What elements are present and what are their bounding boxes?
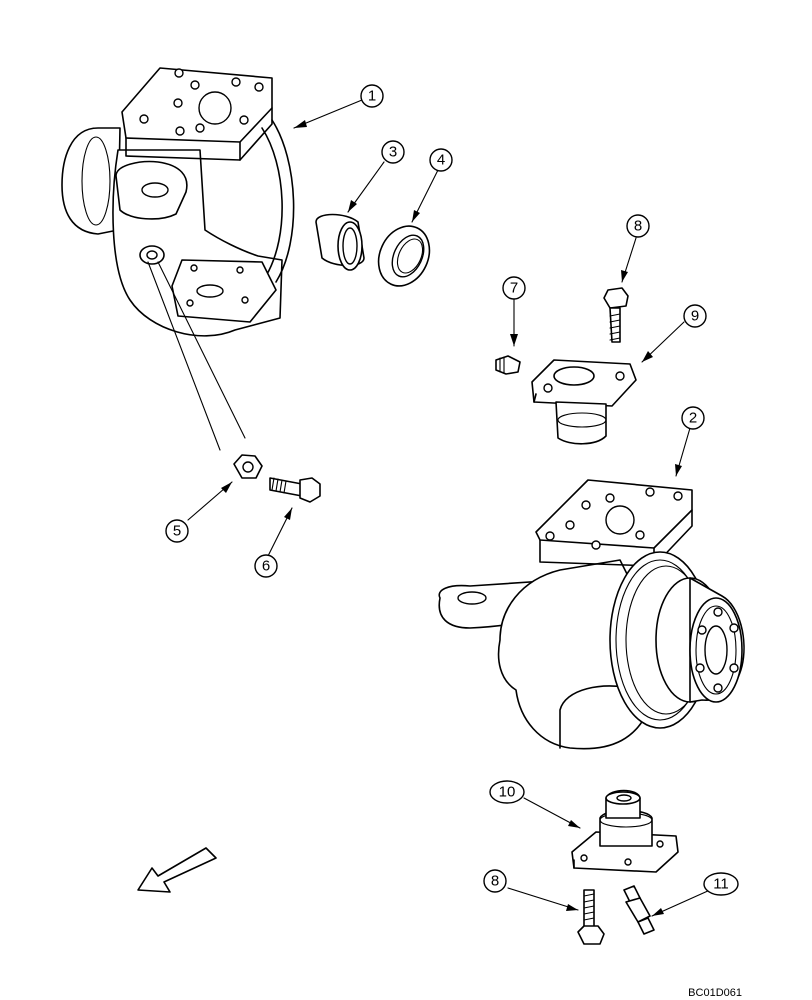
callout-4: 4 [429, 148, 453, 172]
callout-1-label: 1 [368, 88, 376, 105]
callout-6: 6 [254, 554, 278, 578]
callout-6-label: 6 [262, 558, 270, 575]
callout-10-label: 10 [499, 784, 516, 801]
callout-4-label: 4 [437, 152, 445, 169]
callout-2-label: 2 [689, 410, 697, 427]
callout-8-upper-label: 8 [634, 218, 642, 235]
callout-3-label: 3 [389, 144, 397, 161]
pivot-pin-part-9 [531, 359, 637, 445]
callout-11-label: 11 [713, 876, 729, 893]
grease-fitting-part-7 [495, 355, 521, 375]
callout-8-lower: 8 [483, 869, 507, 893]
grease-fitting-part-11 [623, 885, 655, 935]
callout-2: 2 [681, 406, 705, 430]
callout-5: 5 [165, 519, 189, 543]
callout-7: 7 [502, 276, 526, 300]
bushing-part-3 [315, 213, 365, 271]
callout-9: 9 [683, 304, 707, 328]
leader-lines [187, 99, 711, 917]
steering-knuckle-part-2 [438, 479, 745, 750]
callout-8-lower-label: 8 [491, 873, 499, 890]
drawing-code: BC01D061 [688, 987, 742, 999]
knuckle-housing-part-1 [61, 67, 295, 451]
callout-9-label: 9 [691, 308, 699, 325]
callout-10: 10 [489, 780, 525, 804]
pivot-pin-part-10 [571, 789, 679, 873]
front-direction-arrow-icon [137, 847, 217, 893]
seal-part-4 [377, 225, 431, 287]
callout-3: 3 [381, 140, 405, 164]
cap-screw-part-8-upper [603, 287, 629, 343]
callout-5-label: 5 [173, 523, 181, 540]
callout-1: 1 [360, 84, 384, 108]
cap-screw-part-8-lower [577, 889, 605, 945]
bolt-part-6 [269, 477, 321, 503]
callout-8-upper: 8 [626, 214, 650, 238]
nut-part-5 [233, 454, 263, 479]
callout-7-label: 7 [510, 280, 518, 297]
callout-11: 11 [703, 872, 739, 896]
